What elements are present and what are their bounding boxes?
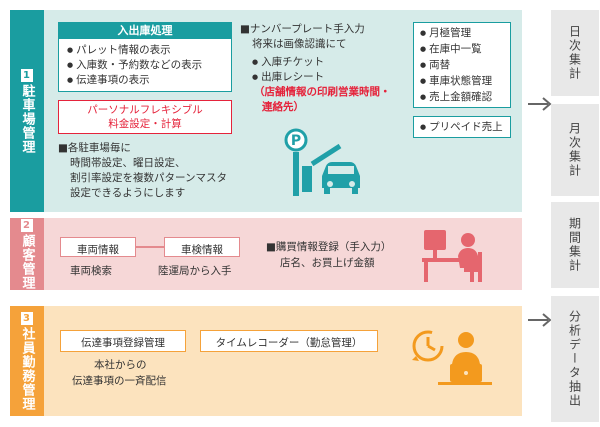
plate-input-subtitle: 将来は画像認識にて xyxy=(252,38,347,50)
vehicle-info-box: 車両情報 xyxy=(60,237,136,257)
daily-summary-box: 日次集計 xyxy=(551,10,599,96)
parking-gate-icon: P xyxy=(284,128,364,198)
prepaid-label: プリペイド売上 xyxy=(420,120,503,135)
inout-process-title: 入出庫処理 xyxy=(59,23,231,39)
vehicle-search-text: 車両検索 xyxy=(70,265,112,277)
parking-section-number: 1 xyxy=(21,68,33,82)
plate-item-entry-ticket: 入庫チケット xyxy=(252,55,324,70)
inout-item-pallet: パレット情報の表示 xyxy=(67,43,171,58)
period-summary-box: 期間集計 xyxy=(551,202,599,288)
inout-item-counts: 入庫数・予約数などの表示 xyxy=(67,58,202,73)
per-lot-line1: 時間帯設定、曜日設定、 xyxy=(70,157,186,169)
inspection-info-box: 車検情報 xyxy=(164,237,240,257)
plate-note-line2: 連絡先） xyxy=(262,101,304,113)
inout-item-messages: 伝達事項の表示 xyxy=(67,73,150,88)
staff-section-bg xyxy=(10,306,522,416)
message-desc-line1: 本社からの xyxy=(94,359,147,371)
per-lot-line2: 割引率設定を複数パターンマスタ xyxy=(70,172,227,184)
monthly-item-garage-status: 車庫状態管理 xyxy=(420,74,492,89)
message-desc-line2: 伝達事項の一斉配信 xyxy=(72,375,167,387)
staff-section-title: 社員勤務管理 xyxy=(19,326,35,411)
customer-section-label: 2 顧客管理 xyxy=(10,218,44,290)
arrow-upper xyxy=(526,94,554,114)
message-registration-label: 伝達事項登録管理 xyxy=(81,337,165,349)
flexible-fee-box: パーソナルフレキシブル 料金設定・計算 xyxy=(58,100,232,134)
message-registration-box: 伝達事項登録管理 xyxy=(60,330,186,352)
prepaid-box: プリペイド売上 xyxy=(413,116,511,138)
parking-section-label: 1 駐車場管理 xyxy=(10,10,44,212)
plate-input-title: ■ナンバープレート手入力 xyxy=(240,23,365,35)
plate-note-line1: （店舗情報の印刷営業時間・ xyxy=(254,86,391,98)
desk-worker-icon xyxy=(420,226,490,284)
monthly-item-inventory: 在庫中一覧 xyxy=(420,42,482,57)
svg-text:P: P xyxy=(291,133,301,149)
per-lot-title: ■各駐車場毎に xyxy=(58,142,131,154)
vehicle-connector-line xyxy=(136,246,164,248)
purchase-subtitle: 店名、お買上げ金額 xyxy=(280,257,375,269)
land-bureau-text: 陸運局から入手 xyxy=(158,265,232,277)
plate-item-exit-receipt: 出庫レシート xyxy=(252,70,324,85)
arrow-lower xyxy=(526,310,554,330)
flexible-fee-line2: 料金設定・計算 xyxy=(108,118,182,130)
per-lot-line3: 設定できるようにします xyxy=(70,187,186,199)
purchase-title: ■購買情報登録（手入力） xyxy=(266,241,392,253)
customer-section-number: 2 xyxy=(21,218,33,232)
parking-section-title: 駐車場管理 xyxy=(19,83,35,154)
monthly-item-sales-check: 売上金額確認 xyxy=(420,90,492,105)
monthly-management-box: 月極管理 在庫中一覧 両替 車庫状態管理 売上金額確認 xyxy=(413,22,511,108)
flexible-fee-line1: パーソナルフレキシブル xyxy=(87,104,203,116)
monthly-item-contract: 月極管理 xyxy=(420,26,471,41)
time-recorder-box: タイムレコーダー（勤怠管理） xyxy=(200,330,378,352)
inspection-info-label: 車検情報 xyxy=(181,244,223,256)
vehicle-info-label: 車両情報 xyxy=(77,244,119,256)
customer-section-title: 顧客管理 xyxy=(19,233,35,290)
inout-process-box: 入出庫処理 パレット情報の表示 入庫数・予約数などの表示 伝達事項の表示 xyxy=(58,22,232,92)
analysis-extract-box: 分析データ抽出 xyxy=(551,296,599,422)
clock-worker-icon xyxy=(410,326,494,386)
staff-section-number: 3 xyxy=(21,311,33,325)
time-recorder-label: タイムレコーダー（勤怠管理） xyxy=(215,337,363,349)
staff-section-label: 3 社員勤務管理 xyxy=(10,306,44,416)
monthly-summary-box: 月次集計 xyxy=(551,104,599,196)
monthly-item-exchange: 両替 xyxy=(420,58,450,73)
